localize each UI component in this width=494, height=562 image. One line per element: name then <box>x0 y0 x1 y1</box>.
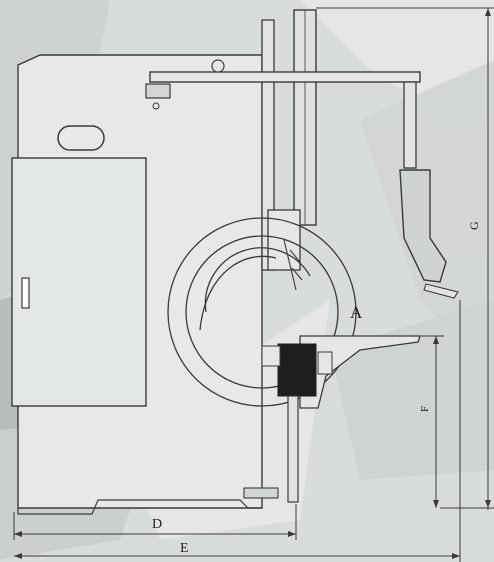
pedal-post <box>287 395 299 503</box>
zone-label-a: A <box>350 303 363 322</box>
side-door <box>11 157 147 407</box>
horizontal-arm <box>149 71 421 83</box>
dimension-arrows <box>14 8 491 559</box>
arm-knob <box>211 59 225 73</box>
foot-pedal <box>243 487 279 499</box>
door-latch <box>21 277 30 309</box>
bead-tool <box>399 169 447 283</box>
dimension-label-f: F <box>419 406 431 412</box>
tool-hanger <box>403 81 417 169</box>
clamp-unit <box>277 343 317 397</box>
machine-base <box>17 499 262 515</box>
wheel-outline <box>167 217 357 407</box>
handle-slot <box>57 125 105 151</box>
arm-end-block <box>145 83 171 99</box>
dimension-label-d: D <box>152 517 162 532</box>
dimension-label-e: E <box>180 541 189 556</box>
dimension-label-g: G <box>467 221 481 230</box>
